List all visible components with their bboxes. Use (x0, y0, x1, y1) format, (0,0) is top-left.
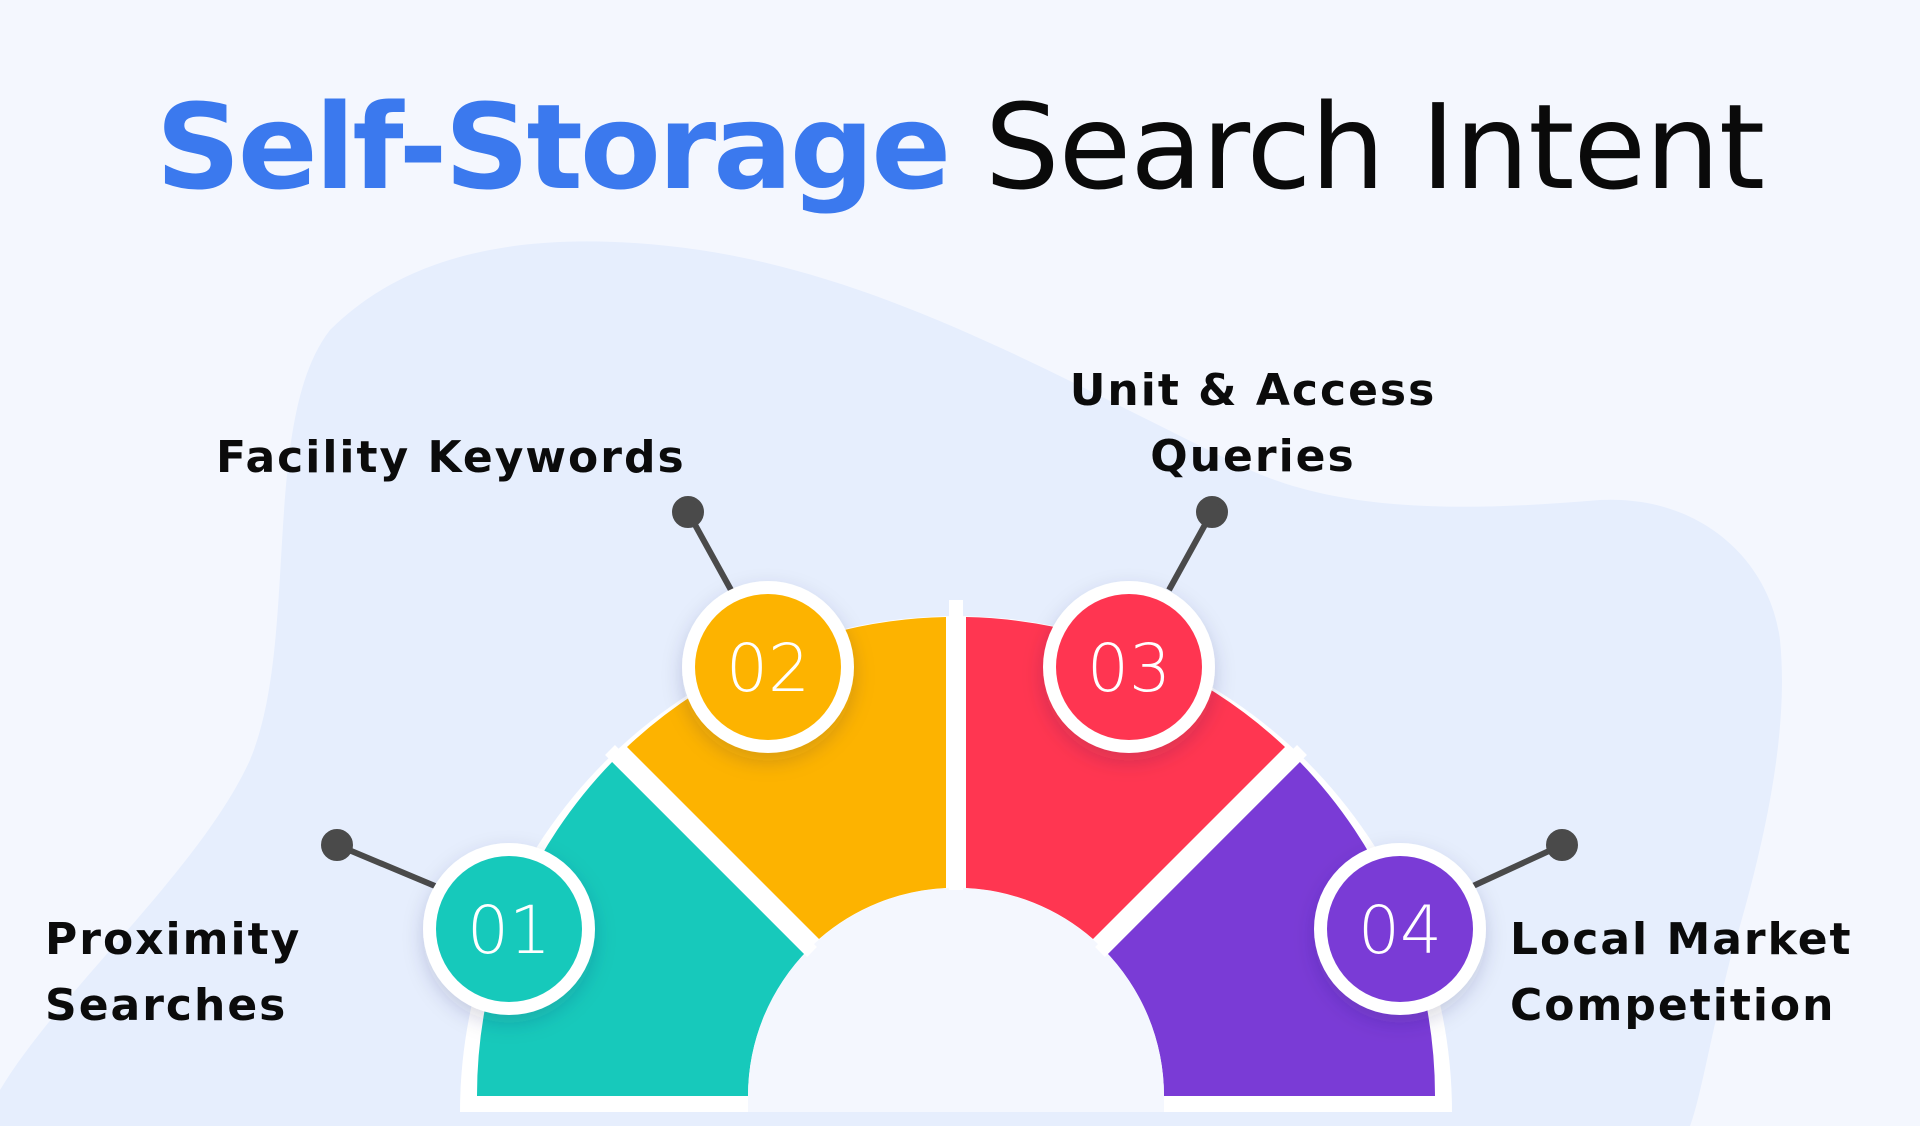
gauge-segment-01 (476, 757, 809, 1096)
label-line: Unit & Access (1069, 365, 1437, 416)
label-line: Queries (1150, 431, 1356, 482)
label-proximity-searches: Proximity Searches (45, 907, 301, 1039)
gauge-dividers (605, 600, 1307, 957)
label-line: Competition (1510, 980, 1836, 1031)
label-line: Searches (45, 980, 288, 1031)
title-rest: Search Intent (984, 78, 1765, 216)
label-facility-keywords: Facility Keywords (216, 425, 686, 491)
label-line: Local Market (1510, 914, 1853, 965)
badge-number-04: 04 (1358, 892, 1442, 969)
label-line: Facility Keywords (216, 432, 686, 483)
badge-02 (682, 581, 854, 753)
gauge-center-hole (748, 888, 1164, 1112)
badge-number-01: 01 (467, 892, 551, 969)
badge-number-03: 03 (1087, 630, 1171, 707)
label-local-market-competition: Local Market Competition (1510, 907, 1853, 1039)
badge-number-02: 02 (726, 630, 810, 707)
label-unit-access-queries: Unit & Access Queries (1053, 358, 1453, 490)
label-line: Proximity (45, 914, 302, 965)
page-title: Self-Storage Search Intent (0, 78, 1920, 216)
badge-01 (423, 843, 595, 1015)
gauge-segment-04 (1103, 757, 1436, 1096)
title-accent: Self-Storage (155, 78, 951, 216)
badge-04 (1314, 843, 1486, 1015)
badge-03 (1043, 581, 1215, 753)
connectors (321, 496, 1578, 889)
